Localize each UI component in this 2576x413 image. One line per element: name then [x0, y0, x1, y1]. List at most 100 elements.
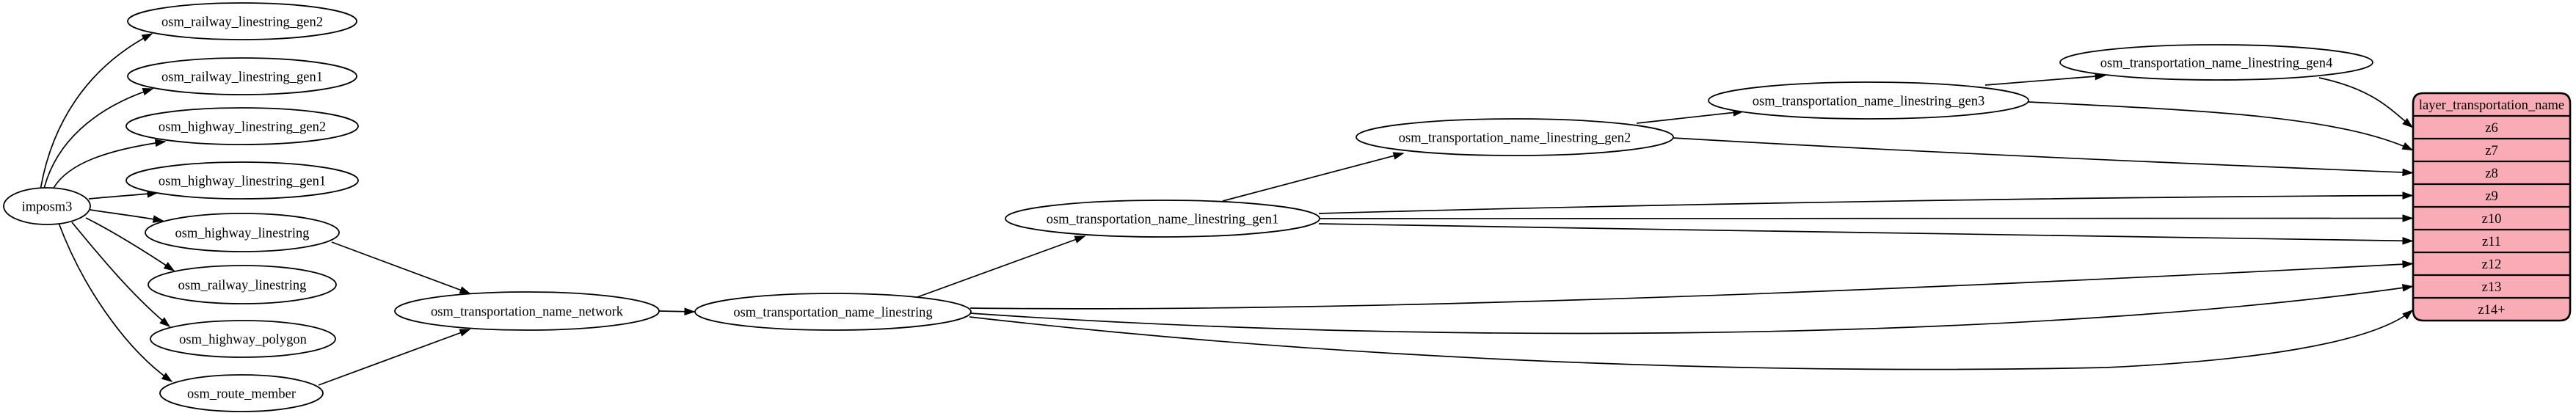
node-ellipse — [1005, 200, 1320, 238]
edge-line — [90, 209, 164, 222]
node-ellipse — [3, 187, 91, 225]
edge-line — [58, 222, 172, 382]
edge-line — [969, 285, 2413, 335]
edge-osm_transportation_name_linestring-to-osm_transportation_name_linestring_gen1 — [917, 235, 1086, 298]
edge-line — [969, 263, 2413, 310]
edge-line — [1984, 75, 2106, 86]
edge-osm_transportation_name_linestring_gen2-to-osm_transportation_name_linestring_gen3 — [1636, 109, 1744, 124]
arrowhead — [141, 33, 153, 42]
edge-osm_transportation_name_linestring_gen2-to-layer_transportation_name.z8 — [1673, 137, 2414, 177]
table-row-z: z6 — [2485, 121, 2497, 136]
node-ellipse — [125, 107, 359, 145]
edge-line — [917, 235, 1085, 298]
edge-osm_highway_linestring-to-osm_transportation_name_network — [331, 241, 471, 294]
table-row-z: z8 — [2485, 167, 2497, 181]
edge-imposm3-to-osm_railway_linestring — [85, 217, 175, 271]
node-ellipse — [394, 291, 660, 331]
node-osm_highway_polygon: osm_highway_polygon — [150, 320, 336, 358]
edge-line — [52, 141, 166, 190]
edge-line — [1636, 111, 1744, 124]
arrowhead — [684, 307, 696, 316]
edge-osm_transportation_name_linestring-to-layer_transportation_name.z12 — [969, 260, 2414, 310]
arrowhead — [159, 317, 171, 327]
table-row-z: z14+ — [2478, 303, 2505, 318]
edge-imposm3-to-osm_railway_linestring_gen2 — [40, 33, 153, 191]
node-label: osm_highway_linestring — [175, 227, 310, 241]
edge-line — [331, 241, 470, 294]
edge-osm_transportation_name_linestring_gen1-to-layer_transportation_name.z11 — [1318, 223, 2414, 245]
node-ellipse — [1708, 81, 2029, 120]
edge-imposm3-to-osm_railway_linestring_gen1 — [43, 88, 154, 189]
node-ellipse — [2059, 44, 2373, 81]
node-ellipse — [1356, 118, 1674, 156]
edge-line — [2318, 77, 2413, 128]
node-osm_transportation_name_linestring: osm_transportation_name_linestring — [694, 293, 972, 331]
arrowhead — [1074, 235, 1086, 244]
node-osm_transportation_name_linestring_gen3: osm_transportation_name_linestring_gen3 — [1708, 81, 2029, 120]
arrowhead — [2402, 191, 2414, 200]
arrowhead — [142, 88, 154, 96]
node-label: osm_railway_linestring — [178, 279, 307, 293]
node-ellipse — [694, 293, 972, 331]
arrowhead — [2402, 117, 2414, 128]
edge-osm_route_member-to-osm_transportation_name_network — [318, 329, 471, 386]
node-osm_transportation_name_linestring_gen1: osm_transportation_name_linestring_gen1 — [1005, 200, 1320, 238]
arrowhead — [459, 286, 471, 294]
edge-line — [2028, 101, 2413, 151]
arrowhead — [2402, 214, 2414, 222]
edge-imposm3-to-osm_highway_polygon — [71, 222, 171, 327]
edge-imposm3-to-osm_route_member — [58, 222, 173, 382]
node-ellipse — [127, 57, 357, 95]
node-osm_railway_linestring_gen2: osm_railway_linestring_gen2 — [127, 2, 357, 40]
arrowhead — [163, 262, 175, 271]
edge-line — [40, 33, 153, 191]
node-label: osm_transportation_name_network — [431, 305, 624, 320]
node-label: osm_transportation_name_linestring_gen1 — [1047, 213, 1279, 227]
edge-line — [71, 222, 170, 327]
node-osm_railway_linestring: osm_railway_linestring — [148, 265, 337, 304]
arrowhead — [2402, 260, 2414, 268]
node-ellipse — [148, 265, 337, 304]
node-label: imposm3 — [22, 200, 73, 215]
arrowhead — [2401, 284, 2414, 292]
node-ellipse — [159, 374, 324, 412]
node-label: osm_railway_linestring_gen1 — [161, 70, 323, 85]
edge-imposm3-to-osm_highway_linestring_gen2 — [52, 139, 167, 190]
arrowhead — [2402, 310, 2414, 320]
edge-line — [1673, 137, 2413, 174]
edge-osm_transportation_name_linestring_gen1-to-layer_transportation_name.z10 — [1320, 214, 2414, 222]
node-label: osm_transportation_name_linestring — [733, 306, 932, 321]
arrowhead — [152, 215, 164, 223]
node-label: osm_highway_linestring_gen1 — [159, 175, 326, 189]
edge-line — [318, 329, 470, 386]
node-label: osm_transportation_name_linestring_gen3 — [1753, 95, 1985, 109]
edge-line — [43, 88, 153, 189]
table-row-z: z10 — [2482, 212, 2502, 227]
edge-osm_transportation_name_network-to-osm_transportation_name_linestring — [658, 307, 696, 316]
edge-imposm3-to-osm_highway_linestring_gen1 — [88, 190, 159, 200]
arrowhead — [2401, 142, 2414, 151]
table-title: layer_transportation_name — [2419, 98, 2564, 113]
node-osm_route_member: osm_route_member — [159, 374, 324, 412]
edge-osm_transportation_name_linestring_gen3-to-layer_transportation_name.z7 — [2028, 101, 2414, 151]
node-label: osm_highway_polygon — [179, 333, 307, 348]
edge-line — [1318, 223, 2413, 242]
table-row-z: z9 — [2485, 189, 2497, 204]
node-ellipse — [125, 161, 359, 200]
table-row-z: z13 — [2482, 280, 2502, 295]
node-osm_highway_linestring: osm_highway_linestring — [145, 213, 340, 252]
node-label: osm_route_member — [187, 387, 296, 402]
edge-osm_transportation_name_linestring_gen1-to-layer_transportation_name.z9 — [1318, 191, 2414, 214]
node-label: osm_transportation_name_linestring_gen2 — [1399, 131, 1631, 146]
node-imposm3: imposm3 — [3, 187, 91, 225]
node-label: osm_transportation_name_linestring_gen4 — [2100, 56, 2333, 71]
edge-line — [1222, 153, 1404, 202]
node-osm_highway_linestring_gen1: osm_highway_linestring_gen1 — [125, 161, 359, 200]
edge-line — [1318, 194, 2413, 214]
edge-line — [88, 192, 158, 200]
node-ellipse — [145, 213, 340, 252]
table-layer_transportation_name: layer_transportation_namez6z7z8z9z10z11z… — [2412, 92, 2572, 322]
node-ellipse — [127, 2, 357, 40]
